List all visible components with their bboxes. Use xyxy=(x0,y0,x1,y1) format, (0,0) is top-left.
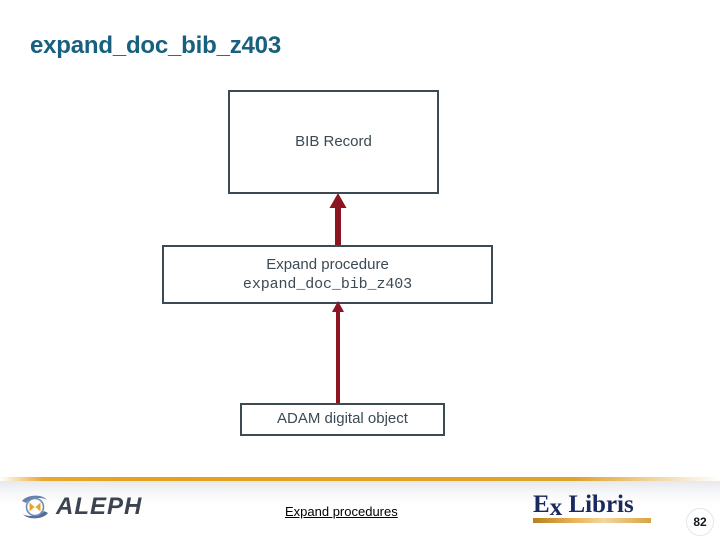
node-expand-procedure-title: Expand procedure xyxy=(266,256,389,274)
node-expand-procedure[interactable]: Expand procedure expand_doc_bib_z403 xyxy=(162,245,493,304)
footer-caption: Expand procedures xyxy=(285,504,398,519)
page-number-value: 82 xyxy=(693,515,707,529)
arrow-adam-to-procedure-icon xyxy=(320,301,356,410)
aleph-logo: ALEPH xyxy=(18,492,142,522)
exlibris-letter-e: E xyxy=(533,491,550,518)
node-adam-digital-object-label: ADAM digital object xyxy=(277,410,408,428)
page-title: expand_doc_bib_z403 xyxy=(30,32,281,59)
node-expand-procedure-code: expand_doc_bib_z403 xyxy=(242,276,413,293)
footer-gradient-shadow xyxy=(0,481,720,507)
exlibris-gold-bar xyxy=(533,518,651,523)
page-number-badge: 82 xyxy=(686,508,714,536)
exlibris-wordmark: Ex Libris xyxy=(533,491,657,521)
exlibris-letter-x: x xyxy=(549,494,563,521)
exlibris-word-libris: Libris xyxy=(562,491,634,518)
node-bib-record-label: BIB Record xyxy=(295,132,372,150)
flow-diagram: BIB Record Expand procedure expand_doc_b… xyxy=(162,90,493,436)
arrow-procedure-to-bib-icon xyxy=(320,193,356,253)
aleph-logo-text: ALEPH xyxy=(56,493,143,520)
node-bib-record[interactable]: BIB Record xyxy=(228,90,439,194)
exlibris-logo: Ex Libris xyxy=(533,492,657,523)
slide-footer xyxy=(0,470,720,540)
node-adam-digital-object[interactable]: ADAM digital object xyxy=(240,403,445,436)
aleph-swirl-icon xyxy=(18,492,52,522)
footer-divider-rule xyxy=(0,477,720,481)
